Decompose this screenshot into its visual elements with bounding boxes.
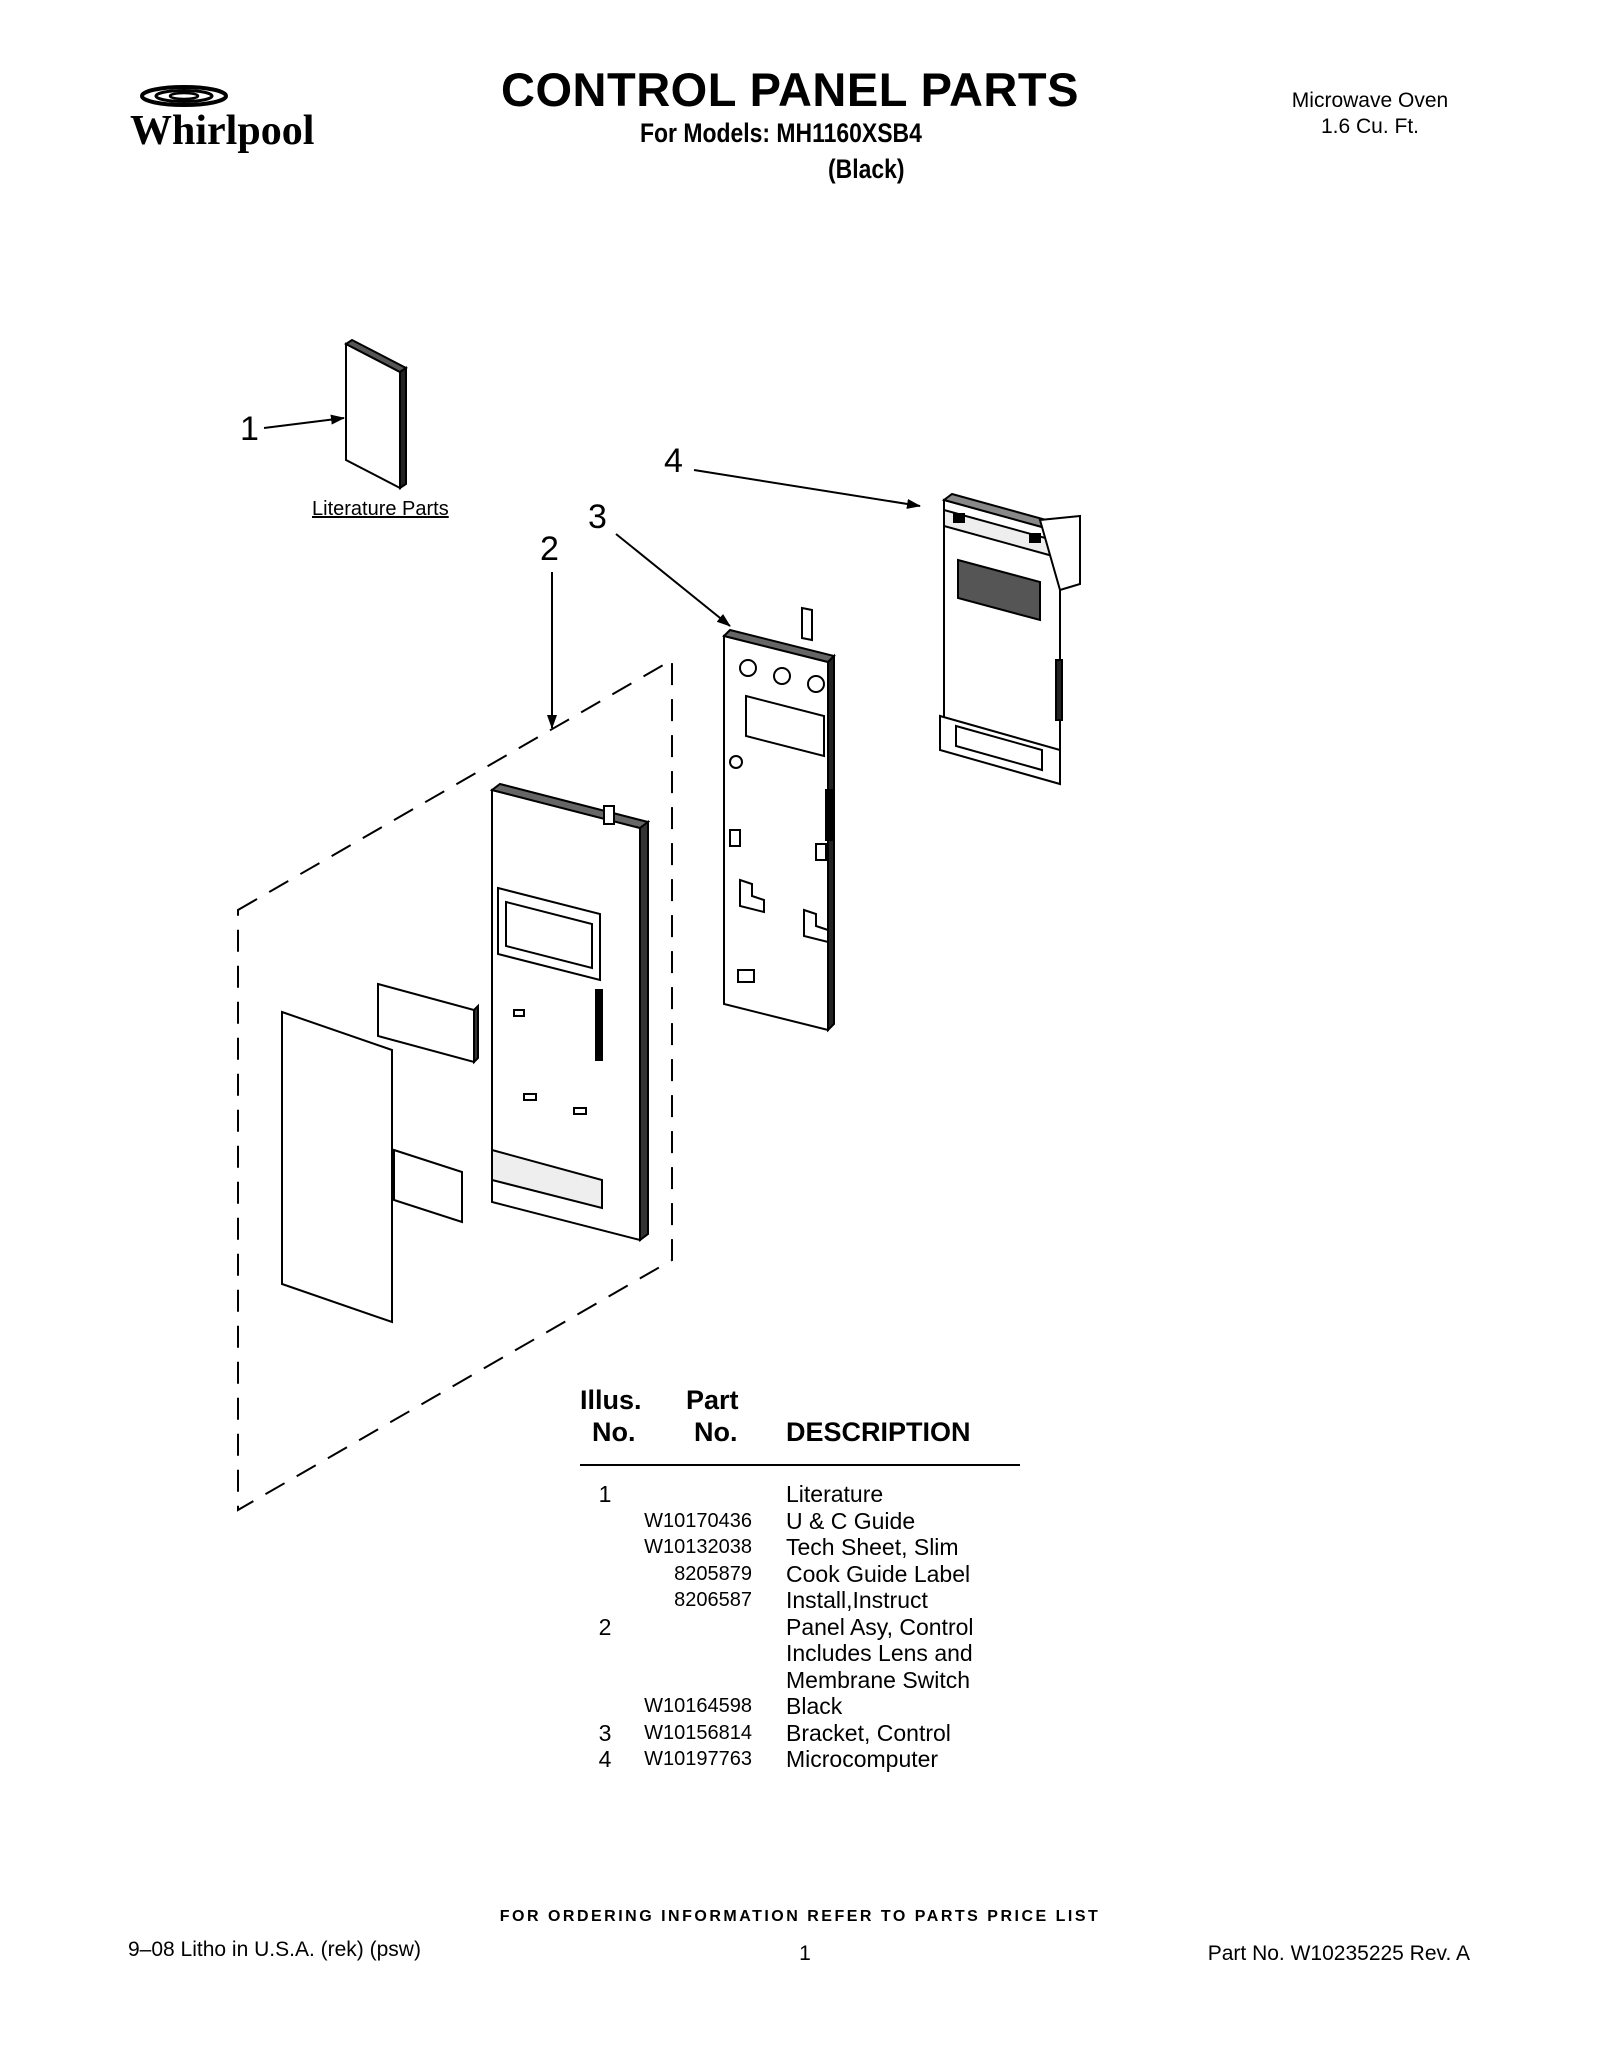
table-row: 3 W10156814 Bracket, Control (580, 1720, 1020, 1747)
display-lens (377, 982, 479, 1065)
literature-booklet (344, 338, 408, 490)
panel-assembly-outline (237, 658, 673, 1512)
product-description: Microwave Oven 1.6 Cu. Ft. (1280, 88, 1460, 140)
literature-parts-label: Literature Parts (312, 498, 449, 520)
description: Includes Lens and (786, 1640, 973, 1666)
part-no: W10170436 (644, 1509, 752, 1532)
header-part-no: No. (694, 1417, 738, 1447)
table-row: W10164598 Black (580, 1693, 1020, 1720)
description: Microcomputer (786, 1746, 939, 1772)
callout-1: 1 (240, 410, 259, 448)
table-row: 2 Panel Asy, Control (580, 1614, 1020, 1641)
print-info: 9–08 Litho in U.S.A. (rek) (psw) (128, 1938, 421, 1961)
table-row: Includes Lens and (580, 1640, 1020, 1667)
table-row: 4 W10197763 Microcomputer (580, 1746, 1020, 1773)
membrane-switch (281, 1010, 393, 1324)
model-variant: (Black) (828, 154, 905, 184)
microcomputer-board (939, 492, 1081, 786)
part-no: W10164598 (644, 1695, 752, 1717)
header-illus: Illus. (580, 1385, 642, 1415)
whirlpool-logo: Whirlpool (130, 85, 314, 154)
table-row: 1 Literature (580, 1481, 1020, 1508)
part-no: 8205879 (674, 1562, 752, 1585)
description: Bracket, Control (786, 1719, 951, 1746)
callout-3: 3 (588, 498, 607, 536)
table-row: 8206587 Install,Instruct (580, 1587, 1020, 1614)
callout-1-arrow (263, 414, 345, 429)
part-no: W10132038 (644, 1536, 752, 1558)
illus-no: 3 (598, 1719, 612, 1746)
model-number: For Models: MH1160XSB4 (640, 118, 922, 148)
control-bracket (722, 606, 836, 1033)
small-label (393, 1148, 463, 1224)
document-part-number: Part No. W10235225 Rev. A (1207, 1942, 1470, 1965)
control-panel (489, 782, 651, 1242)
product-capacity: 1.6 Cu. Ft. (1320, 115, 1420, 138)
part-no: W10156814 (644, 1721, 752, 1744)
part-no: 8206587 (674, 1589, 752, 1611)
illus-no: 2 (598, 1613, 612, 1640)
description: Cook Guide Label (786, 1560, 971, 1587)
description: Membrane Switch (786, 1666, 971, 1693)
header-rule (580, 1464, 1020, 1466)
header-part: Part (686, 1385, 739, 1415)
product-type: Microwave Oven (1291, 89, 1449, 112)
header-illus-no: No. (592, 1417, 636, 1447)
illus-no: 4 (598, 1746, 612, 1772)
table-row: 8205879 Cook Guide Label (580, 1561, 1020, 1588)
description: Tech Sheet, Slim (786, 1534, 959, 1560)
callout-4-arrow (693, 469, 921, 509)
description: Black (786, 1693, 843, 1719)
part-no: W10197763 (644, 1748, 752, 1770)
description: Install,Instruct (786, 1587, 928, 1613)
callout-2: 2 (540, 530, 559, 568)
table-row: W10132038 Tech Sheet, Slim (580, 1534, 1020, 1561)
description: Literature (786, 1481, 884, 1507)
page-number: 1 (799, 1942, 811, 1965)
illus-no: 1 (598, 1481, 612, 1507)
header-description: DESCRIPTION (786, 1417, 971, 1447)
callout-4: 4 (664, 442, 683, 480)
table-row: W10170436 U & C Guide (580, 1508, 1020, 1535)
description: U & C Guide (786, 1507, 916, 1534)
parts-rows: 1 Literature W10170436 U & C Guide W101320… (580, 1481, 1020, 1773)
table-row: Membrane Switch (580, 1667, 1020, 1694)
brand-wordmark: Whirlpool (130, 108, 314, 154)
ordering-note: FOR ORDERING INFORMATION REFER TO PARTS … (499, 1908, 1101, 1925)
description: Panel Asy, Control (786, 1613, 974, 1640)
page-title: CONTROL PANEL PARTS (501, 63, 1079, 116)
callout-3-arrow (615, 533, 731, 627)
